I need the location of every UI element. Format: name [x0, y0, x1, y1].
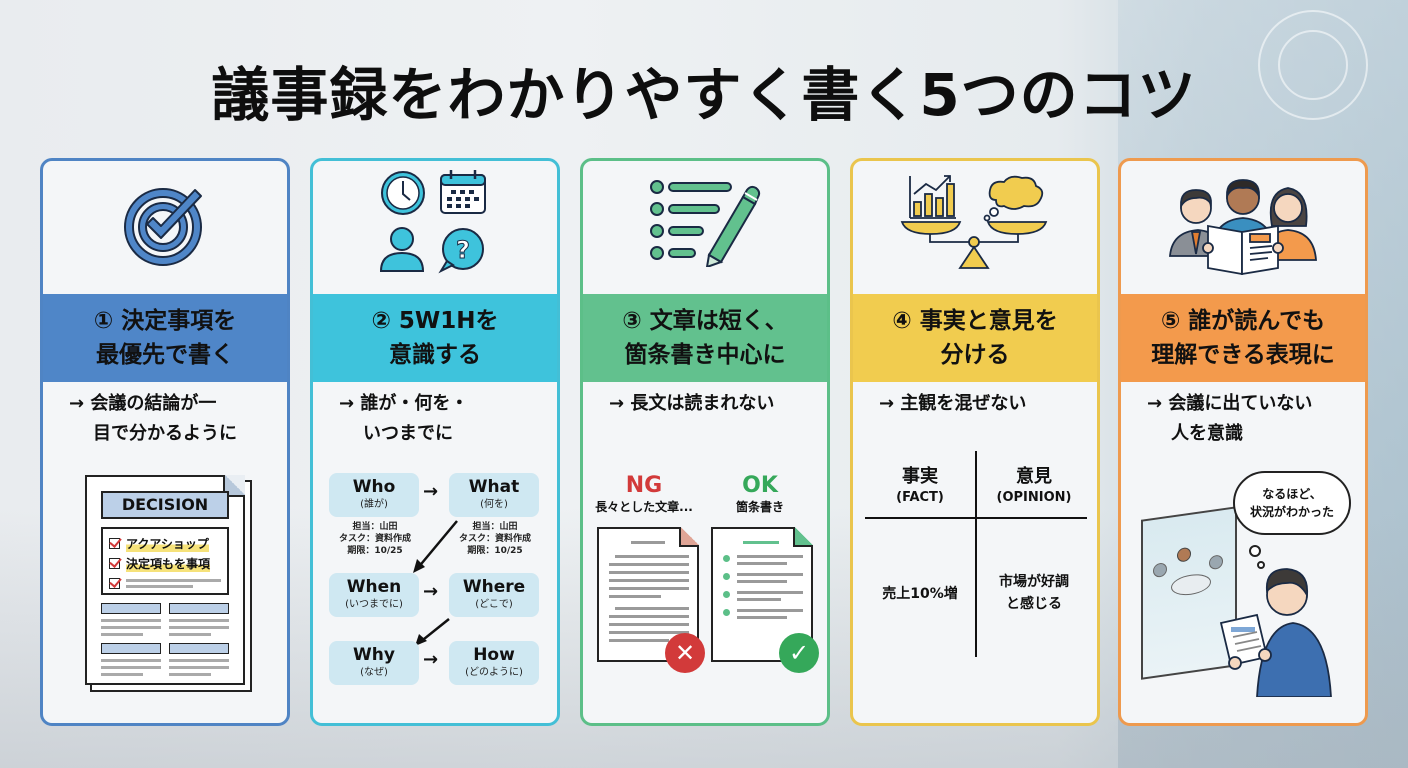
tip-card-5: ⑤ 誰が読んでも 理解できる表現に → 会議に出ていない 人を意識 なるほど、 … — [1118, 158, 1368, 726]
pencil-icon — [705, 185, 761, 267]
tip-subtext: → 会議の結論が一 目で分かるように — [69, 393, 237, 444]
arrow-right-icon: → — [423, 581, 439, 602]
page-title: 議事録をわかりやすく書く5つのコツ — [211, 61, 1197, 129]
man-reading-icon — [1219, 568, 1332, 697]
thought-bubble: なるほど、 状況がわかった — [1233, 471, 1351, 535]
newspaper-icon — [1202, 224, 1284, 275]
balance-scale-icon — [900, 175, 1048, 269]
thought-dot — [1257, 561, 1265, 569]
arrow-right-icon: → — [423, 481, 439, 502]
decision-document-illustration: DECISION アクアショップ 決定項もを事項 — [85, 475, 245, 685]
arrow-right-icon: → — [423, 649, 439, 670]
list-pencil-icon — [650, 180, 761, 267]
task-note: 担当：山田 タスク：資料作成 期限：10/25 — [338, 522, 411, 556]
person-icon — [379, 227, 425, 272]
task-note: 担当：山田 タスク：資料作成 期限：10/25 — [458, 522, 531, 556]
flow-box-what: What (何を) — [449, 473, 539, 517]
tip-subtext: → 誰が・何を・ いつまでに — [339, 393, 469, 444]
clock-icon — [381, 171, 425, 215]
thought-cloud-icon — [983, 175, 1044, 222]
text-line — [126, 584, 193, 588]
decision-item: 決定項もを事項 — [109, 553, 221, 573]
content-block — [101, 603, 161, 640]
people-reading-icon — [1169, 178, 1317, 275]
icon-area — [43, 161, 287, 283]
arrow-diagonal-icon — [415, 618, 450, 646]
tip-illustration: DECISION アクアショップ 決定項もを事項 — [43, 461, 287, 723]
ng-cross-icon: ✕ — [665, 633, 705, 673]
tip-subtext: → 主観を混ぜない — [879, 393, 1027, 414]
table-divider — [975, 451, 977, 657]
ng-title: NG 長々とした文章... — [595, 473, 693, 514]
5w1h-flow: Who (誰が) → What (何を) 担当：山田 タスク：資料作成 期限：1… — [313, 461, 557, 723]
icon-area: ? — [313, 161, 557, 283]
tip-card-4: ④ 事実と意見を 分ける → 主観を混ぜない 事実 (FACT) 意見 (OPI… — [850, 158, 1100, 726]
ok-check-icon: ✓ — [779, 633, 819, 673]
decision-label: DECISION — [101, 491, 229, 519]
flow-box-where: Where (どこで) — [449, 573, 539, 617]
arrow-diagonal-icon — [413, 520, 458, 573]
icon-area — [1121, 161, 1365, 283]
checkbox-checked-icon — [109, 577, 120, 589]
tip-heading: ④ 事実と意見を 分ける — [853, 294, 1097, 382]
content-block — [101, 643, 161, 680]
calendar-icon — [440, 170, 486, 214]
decision-list: アクアショップ 決定項もを事項 — [101, 527, 229, 595]
target-check-icon — [124, 188, 202, 266]
content-block — [169, 603, 229, 640]
text-line — [126, 578, 221, 582]
tip-card-2: ? ② 5W1Hを 意識する → 誰が・何を・ いつまでに Who (誰が) →… — [310, 158, 560, 726]
fact-header: 事実 (FACT) — [896, 466, 944, 505]
tip-heading: ① 決定事項を 最優先で書く — [43, 294, 287, 382]
table-divider — [865, 517, 1087, 519]
checkbox-checked-icon — [109, 557, 120, 569]
thought-dot — [1249, 545, 1261, 557]
tip-subtext: → 会議に出ていない 人を意識 — [1147, 393, 1313, 444]
fact-opinion-table: 事実 (FACT) 意見 (OPINION) 売上10%増 市場が好調 と感じる — [853, 451, 1097, 723]
bar-chart-icon — [909, 175, 956, 219]
tips-cards: ① 決定事項を 最優先で書く → 会議の結論が一 目で分かるように DECISI… — [40, 158, 1370, 726]
tip-card-1: ① 決定事項を 最優先で書く → 会議の結論が一 目で分かるように DECISI… — [40, 158, 290, 726]
svg-text:?: ? — [456, 236, 470, 264]
flow-box-how: How (どのように) — [449, 641, 539, 685]
flow-box-when: When (いつまでに) — [329, 573, 419, 617]
checkbox-checked-icon — [109, 537, 120, 549]
flow-box-who: Who (誰が) — [329, 473, 419, 517]
decision-item: アクアショップ — [109, 533, 221, 553]
question-bubble-icon: ? — [438, 228, 484, 274]
clock-calendar-person-question-icon: ? — [379, 170, 486, 274]
tip-card-3: ③ 文章は短く、 箇条書き中心に → 長文は読まれない NG 長々とした文章..… — [580, 158, 830, 726]
opinion-header: 意見 (OPINION) — [996, 466, 1072, 505]
opinion-value: 市場が好調 と感じる — [999, 574, 1069, 612]
fact-value: 売上10%増 — [882, 586, 958, 602]
decision-item — [109, 573, 221, 593]
ok-title: OK 箇条書き — [735, 473, 784, 514]
reader-illustration: なるほど、 状況がわかった — [1121, 461, 1365, 723]
tip-heading: ⑤ 誰が読んでも 理解できる表現に — [1121, 294, 1365, 382]
icon-area — [583, 161, 827, 283]
tip-heading: ② 5W1Hを 意識する — [313, 294, 557, 382]
flow-box-why: Why (なぜ) — [329, 641, 419, 685]
icon-area — [853, 161, 1097, 283]
tip-subtext: → 長文は読まれない — [609, 393, 775, 414]
content-block — [169, 643, 229, 680]
tip-heading: ③ 文章は短く、 箇条書き中心に — [583, 294, 827, 382]
ng-ok-comparison: NG 長々とした文章... OK 箇条書き — [583, 461, 827, 723]
